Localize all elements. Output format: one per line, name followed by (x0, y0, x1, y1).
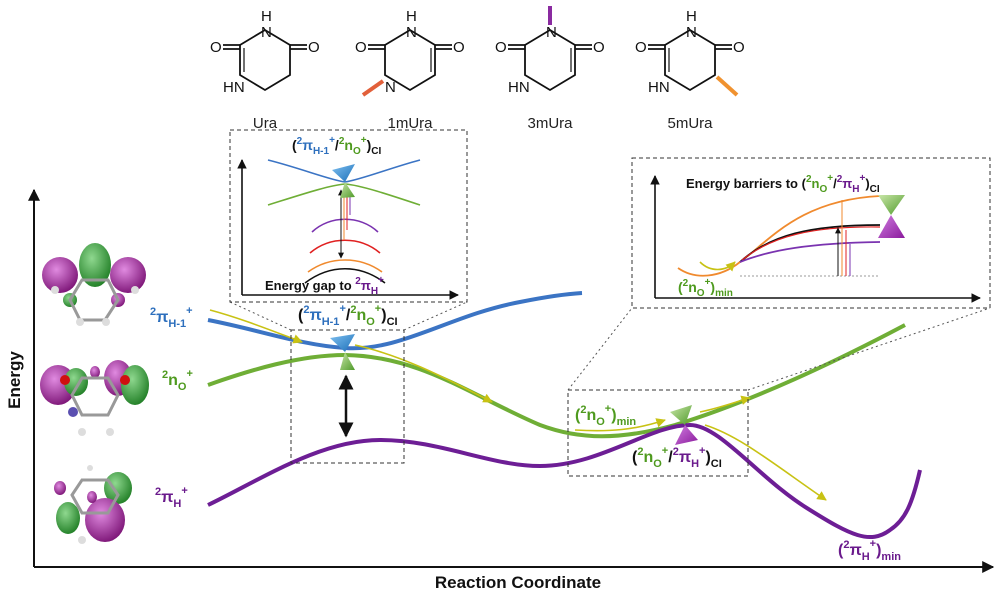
inset-energy-barriers: Energy barriers to (2nO+/2πH+)CI (2nO+)m… (631, 157, 991, 309)
svg-text:(2πH-1+/2nO+)CI: (2πH-1+/2nO+)CI (292, 135, 381, 157)
molecule-5mura: O N H O HN 5mUra (635, 8, 745, 132)
ci2-cone-icon (670, 405, 698, 445)
svg-text:O: O (453, 39, 465, 56)
orbital-pi-h1-image (42, 243, 146, 326)
molecule-3mura-name: 3mUra (527, 115, 573, 132)
svg-text:O: O (593, 39, 605, 56)
svg-text:O: O (210, 39, 222, 56)
svg-text:H: H (686, 8, 697, 25)
svg-text:O: O (635, 39, 647, 56)
y-axis-label: Energy (5, 351, 24, 409)
molecule-5mura-name: 5mUra (667, 115, 713, 132)
svg-text:HN: HN (508, 79, 530, 96)
svg-text:O: O (495, 39, 507, 56)
curve-pi-h (207, 422, 922, 540)
main-axes (28, 188, 995, 573)
svg-text:N: N (686, 24, 697, 41)
label-pi-h: 2πH+ (155, 485, 188, 510)
svg-text:H: H (406, 8, 417, 25)
orbital-pi-h-image (54, 465, 132, 544)
svg-text:H: H (261, 8, 272, 25)
svg-text:(2nO+)min: (2nO+)min (678, 277, 733, 299)
molecule-3mura: O N O HN 3mUra (495, 6, 605, 132)
svg-text:Energy barriers to (2nO+/2πH+): Energy barriers to (2nO+/2πH+)CI (686, 173, 880, 195)
curve-no (207, 323, 906, 439)
molecule-ura: O N H O HN Ura (210, 8, 320, 132)
svg-text:O: O (355, 39, 367, 56)
svg-text:O: O (308, 39, 320, 56)
molecule-1mura: O N H O N 1mUra (355, 8, 465, 132)
svg-text:HN: HN (648, 79, 670, 96)
orbital-no-image (40, 360, 149, 436)
label-ci1: (2πH-1+/2nO+)CI (298, 303, 398, 328)
label-pi-h1: 2πH-1+ (150, 305, 193, 330)
ci1-region-box (290, 329, 405, 464)
label-no-min: (2nO+)min (575, 403, 636, 428)
svg-text:N: N (406, 24, 417, 41)
reaction-path-arrows (209, 309, 827, 501)
molecule-ura-name: Ura (253, 115, 278, 132)
molecule-1mura-name: 1mUra (387, 115, 433, 132)
x-axis-label: Reaction Coordinate (435, 573, 601, 592)
svg-text:Energy gap to 2πH+: Energy gap to 2πH+ (265, 275, 384, 297)
svg-text:N: N (546, 24, 557, 41)
inset-energy-gap: (2πH-1+/2nO+)CI Energy gap to 2πH+ (229, 129, 468, 303)
label-ci2: (2nO+/2πH+)CI (632, 445, 722, 470)
curve-pi-h1 (207, 291, 583, 351)
ci1-cone-icon (330, 334, 355, 370)
label-no: 2nO+ (162, 368, 193, 393)
svg-text:N: N (385, 79, 396, 96)
svg-text:O: O (733, 39, 745, 56)
label-pi-h-min: (2πH+)min (838, 538, 901, 563)
svg-text:HN: HN (223, 79, 245, 96)
svg-text:N: N (261, 24, 272, 41)
